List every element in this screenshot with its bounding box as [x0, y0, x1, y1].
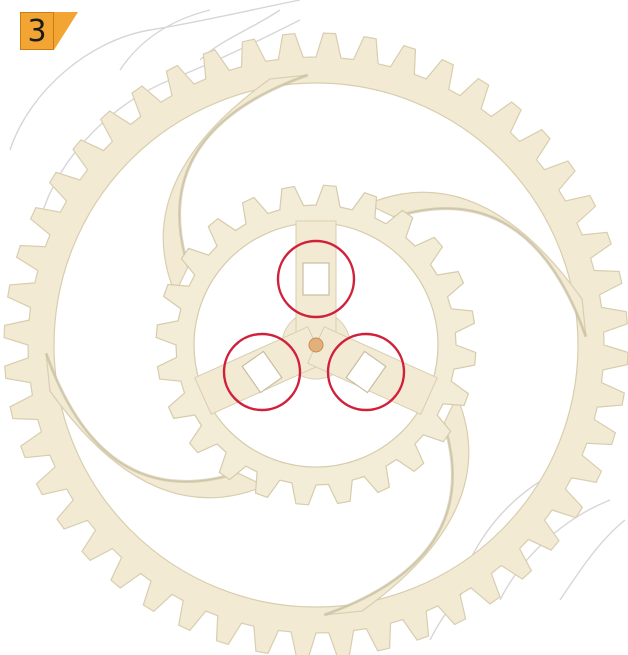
spoke-slot: [303, 263, 329, 295]
step-number-badge: 3: [20, 12, 54, 50]
small-gear: [156, 185, 476, 505]
step-badge-tail: [54, 12, 78, 50]
center-pin: [309, 338, 323, 352]
